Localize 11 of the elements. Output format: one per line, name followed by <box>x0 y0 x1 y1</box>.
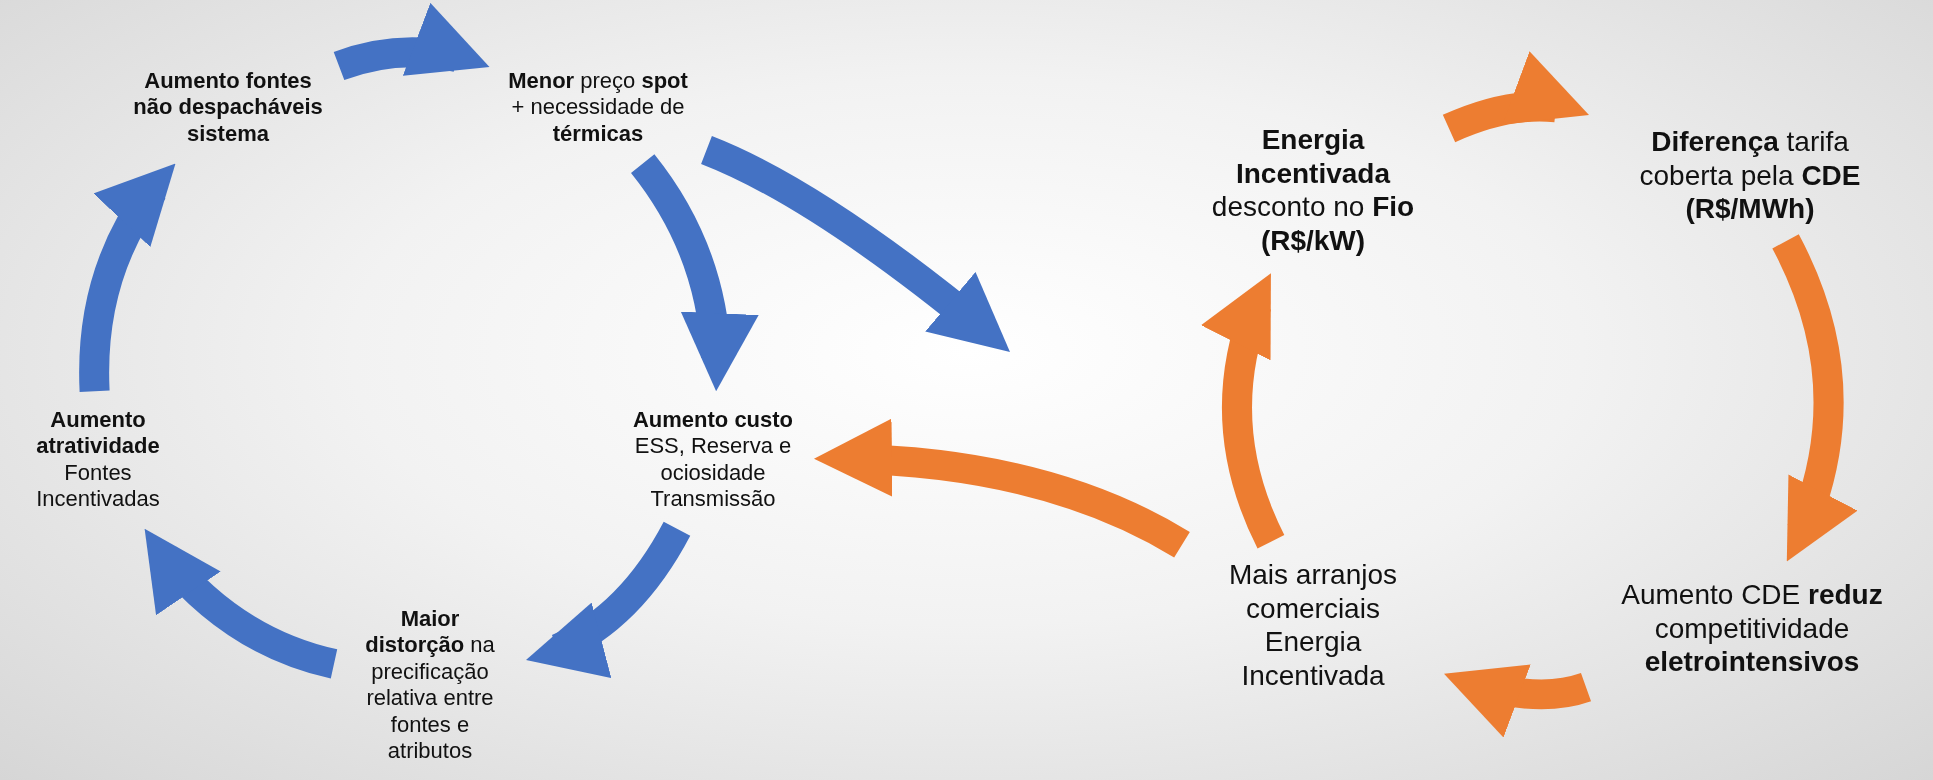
node-label: Aumento fontes não despacháveis sistema <box>133 68 323 148</box>
node-label: Diferença tarifa coberta pela CDE (R$/MWh) <box>1638 124 1862 226</box>
node-label: Aumento CDE reduz competitividade eletrointensivos <box>1620 577 1884 679</box>
node-label: Aumento custo ESS, Reserva e ociosidade Transmissão <box>631 407 795 513</box>
curved-arrow <box>630 154 757 392</box>
node-label: Maior distorção na precificação relativa entre fontes e atributos <box>364 605 496 765</box>
curved-arrow <box>813 420 1190 558</box>
node-label: Energia Incentivada desconto no Fio (R$/kW) <box>1210 122 1416 258</box>
node-label: Mais arranjos comerciais Energia Incentivada <box>1227 557 1399 693</box>
node-label: Aumento atratividade Fontes Incentivadas <box>35 407 161 513</box>
node-label: Menor preço spot + necessidade de térmicas <box>507 68 689 148</box>
